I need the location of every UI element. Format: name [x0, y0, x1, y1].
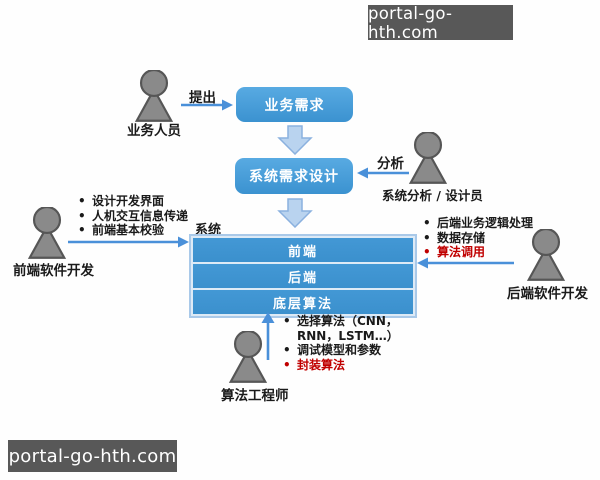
watermark-top-right: portal-go-hth.com: [368, 4, 513, 42]
arrow-right-propose-icon: [181, 99, 233, 111]
list-item: 后端业务逻辑处理: [423, 216, 553, 231]
note-text: 数据存储: [437, 230, 486, 245]
watermark-bottom-left: portal-go-hth.com: [8, 440, 177, 472]
bullet-icon: [78, 194, 92, 209]
arrow-up-algorithm-icon: [261, 312, 275, 360]
backend-notes-list: 后端业务逻辑处理 数据存储 算法调用: [423, 216, 553, 260]
actor-frontend-label: 前端软件开发: [13, 263, 94, 279]
note-text-emphasis: 封装算法: [297, 357, 346, 372]
frontend-notes-list: 设计开发界面 人机交互信息传递 前端基本校验: [78, 194, 208, 238]
person-business-icon: [134, 70, 174, 122]
actor-analyst-label: 系统分析 / 设计员: [382, 188, 483, 203]
arrow-down-block-icon: [277, 125, 313, 155]
list-item: 算法调用: [423, 245, 553, 260]
layer-frontend: 前端: [193, 238, 413, 262]
arrow-left-analyze-icon: [357, 167, 409, 179]
list-item: 选择算法（CNN，RNN，LSTM…）: [283, 314, 409, 343]
bullet-icon: [283, 343, 297, 358]
box-business-requirement: 业务需求: [236, 87, 353, 122]
person-backend-icon: [526, 229, 566, 281]
list-item: 数据存储: [423, 231, 553, 246]
bullet-icon: [423, 216, 437, 231]
note-text: 人机交互信息传递: [92, 208, 189, 223]
bullet-icon: [283, 358, 297, 373]
person-frontend-icon: [27, 207, 67, 259]
edge-analyze-label: 分析: [377, 156, 404, 172]
arrow-down-block-icon: [277, 198, 313, 228]
note-text: 调试模型和参数: [297, 343, 382, 357]
actor-business-label: 业务人员: [127, 123, 181, 139]
bullet-icon: [78, 209, 92, 224]
arrow-left-backend-icon: [417, 257, 514, 269]
layer-algorithm: 底层算法: [193, 290, 413, 314]
list-item: 封装算法: [283, 358, 409, 373]
list-item: 前端基本校验: [78, 223, 208, 238]
note-text: 前端基本校验: [92, 223, 165, 237]
list-item: 设计开发界面: [78, 194, 208, 209]
note-text-emphasis: 算法调用: [437, 245, 486, 259]
box-system-requirement-design: 系统需求设计: [235, 158, 353, 194]
person-algorithm-icon: [228, 331, 268, 383]
edge-propose-label: 提出: [189, 90, 216, 106]
note-text: 后端业务逻辑处理: [437, 216, 534, 230]
list-item: 人机交互信息传递: [78, 209, 208, 224]
bullet-icon: [283, 314, 297, 329]
actor-backend-label: 后端软件开发: [507, 286, 588, 302]
bullet-icon: [423, 231, 437, 246]
system-stack: 前端 后端 底层算法: [189, 234, 417, 318]
actor-algorithm-label: 算法工程师: [221, 388, 289, 404]
list-item: 调试模型和参数: [283, 343, 409, 358]
person-analyst-icon: [408, 132, 448, 184]
arrow-right-frontend-icon: [68, 236, 189, 248]
note-text: 设计开发界面: [92, 194, 165, 208]
algorithm-notes-list: 选择算法（CNN，RNN，LSTM…） 调试模型和参数 封装算法: [283, 314, 409, 372]
note-text: 选择算法（CNN，RNN，LSTM…）: [297, 314, 399, 343]
layer-backend: 后端: [193, 264, 413, 288]
